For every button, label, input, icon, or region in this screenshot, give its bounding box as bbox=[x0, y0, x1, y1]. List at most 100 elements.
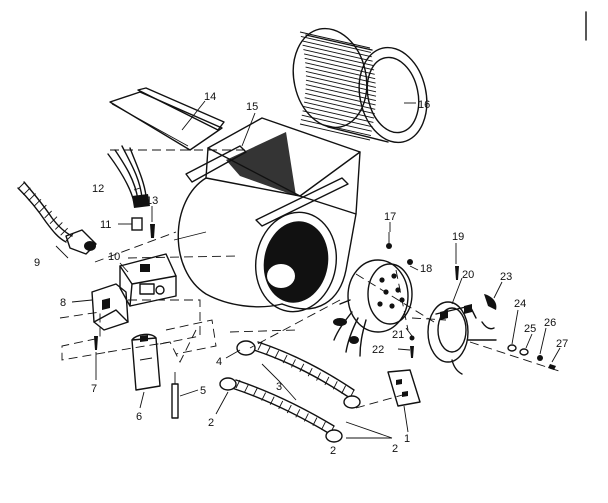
arm-rib bbox=[257, 341, 263, 351]
callout-16: 16 bbox=[418, 99, 430, 111]
wheel-blade bbox=[299, 31, 371, 49]
callout-18: 18 bbox=[420, 263, 432, 275]
wheel-blade bbox=[305, 92, 376, 110]
arm-rib bbox=[274, 350, 280, 359]
wire-harness-12 bbox=[107, 145, 150, 208]
arm-rib bbox=[291, 359, 296, 368]
nut-26 bbox=[537, 355, 543, 361]
wheel-blade bbox=[301, 40, 372, 58]
cord-rib bbox=[55, 222, 63, 230]
cord-rib bbox=[39, 204, 47, 213]
wheel-blade bbox=[305, 84, 376, 102]
callout-21: 21 bbox=[392, 329, 404, 341]
blower-wheel-16 bbox=[292, 27, 428, 144]
arm-rib bbox=[324, 376, 330, 386]
arm-rib bbox=[307, 367, 313, 377]
screw-7 bbox=[94, 336, 98, 350]
callout-8: 8 bbox=[60, 297, 66, 309]
callout-22: 22 bbox=[372, 344, 384, 356]
callout-24: 24 bbox=[514, 298, 526, 310]
callout-27: 27 bbox=[556, 338, 568, 350]
callout-1: 1 bbox=[404, 433, 410, 445]
blower-housing-15 bbox=[173, 117, 361, 313]
wheel-blade bbox=[300, 35, 371, 53]
motor-bracket-1 bbox=[387, 369, 421, 407]
motor-mount-arms-3 bbox=[219, 340, 361, 443]
motor-vent-hole bbox=[389, 303, 395, 309]
callout-10: 10 bbox=[108, 251, 120, 263]
screw-17 bbox=[386, 232, 392, 249]
arm-rib bbox=[341, 385, 347, 394]
arm-rib bbox=[332, 381, 338, 390]
assembly-lines bbox=[59, 149, 563, 409]
spacer-24 bbox=[507, 344, 517, 352]
cord-rib bbox=[17, 181, 26, 190]
callout-12: 12 bbox=[92, 183, 104, 195]
wheel-blade bbox=[301, 114, 372, 132]
callout-13: 13 bbox=[146, 195, 158, 207]
callout-14: 14 bbox=[204, 91, 216, 103]
arm-rib bbox=[235, 379, 241, 389]
arm-rib bbox=[265, 346, 271, 355]
callout-2-lower-left: 2 bbox=[208, 417, 214, 429]
wheel-blade bbox=[305, 75, 377, 93]
cutoff-plate-14 bbox=[109, 87, 225, 151]
cord-rib bbox=[49, 216, 58, 224]
wheel-blade bbox=[305, 70, 376, 88]
wheel-blade bbox=[302, 110, 373, 128]
callout-17: 17 bbox=[384, 211, 396, 223]
wheel-blade bbox=[299, 123, 371, 141]
arm-rib bbox=[303, 413, 309, 422]
motor-18 bbox=[333, 259, 413, 357]
wheel-blade bbox=[305, 62, 376, 80]
arm-rib bbox=[312, 417, 318, 426]
junction-box-8 bbox=[91, 283, 129, 331]
motor-vent-hole bbox=[377, 301, 383, 307]
screw-22 bbox=[410, 346, 414, 358]
clip-11 bbox=[131, 217, 143, 231]
capacitor-6 bbox=[131, 333, 161, 391]
arm-rib bbox=[316, 372, 321, 381]
wheel-blade bbox=[300, 119, 372, 137]
washer-25 bbox=[519, 348, 529, 356]
callout-9: 9 bbox=[34, 257, 40, 269]
callout-labels: 1 2 2 2 3 4 5 5 6 7 8 9 10 11 12 13 14 1… bbox=[34, 91, 568, 457]
cord-rib bbox=[23, 187, 31, 196]
arm-rib bbox=[299, 363, 305, 373]
arm-rib bbox=[321, 421, 326, 431]
strap-5 bbox=[171, 372, 179, 419]
callout-6: 6 bbox=[136, 411, 142, 423]
grommet-23 bbox=[481, 294, 497, 330]
wheel-blade bbox=[303, 53, 375, 71]
callout-4: 4 bbox=[216, 356, 222, 368]
power-cord-9 bbox=[17, 181, 97, 255]
wheel-blade bbox=[303, 49, 374, 66]
wheel-blade bbox=[305, 88, 376, 106]
callout-11: 11 bbox=[100, 219, 111, 231]
callout-25: 25 bbox=[524, 323, 536, 335]
screw-13 bbox=[150, 224, 155, 238]
wheel-blade bbox=[303, 101, 375, 119]
screw-19 bbox=[455, 266, 459, 280]
cord-rib bbox=[28, 193, 36, 201]
wheel-blade bbox=[304, 57, 375, 75]
screw-21 bbox=[409, 335, 415, 341]
callout-3: 3 bbox=[276, 381, 282, 393]
motor-vent-hole bbox=[391, 273, 397, 279]
motor-vent-hole bbox=[379, 277, 385, 283]
arm-rib bbox=[295, 409, 301, 418]
callout-2-lower-right: 2 bbox=[392, 443, 398, 455]
callout-23: 23 bbox=[500, 271, 512, 283]
callout-2-arm-end: 2 bbox=[330, 445, 336, 457]
arm-rib bbox=[252, 388, 258, 397]
leader-lines bbox=[55, 100, 561, 439]
motor-band-20 bbox=[427, 301, 497, 375]
wheel-blade bbox=[302, 44, 373, 62]
callout-20: 20 bbox=[462, 269, 474, 281]
callout-15: 15 bbox=[246, 101, 258, 113]
arm-rib bbox=[269, 396, 275, 405]
cord-rib bbox=[33, 199, 42, 207]
callout-26: 26 bbox=[544, 317, 556, 329]
wheel-blade bbox=[305, 66, 376, 84]
